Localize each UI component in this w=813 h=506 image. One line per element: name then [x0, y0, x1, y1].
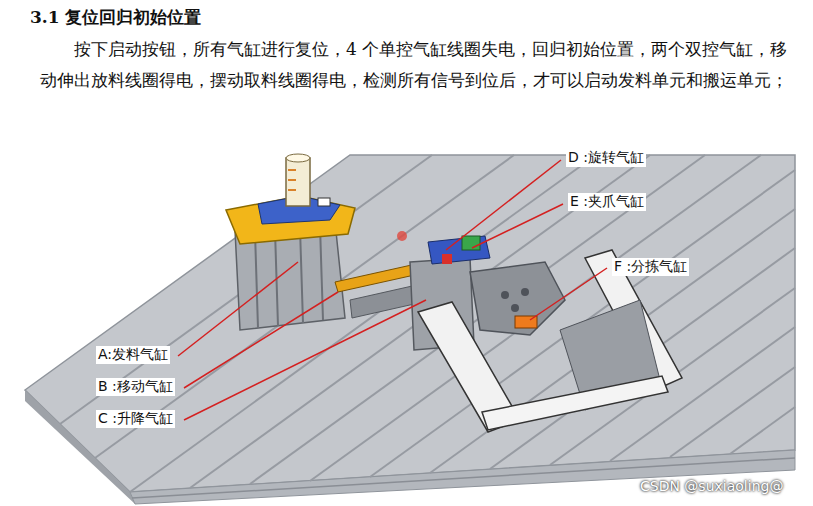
section-heading: 3.1 复位回归初始位置: [30, 6, 202, 29]
body-paragraph: 按下启动按钮，所有气缸进行复位，4 个单控气缸线圈失电，回归初始位置，两个双控气…: [40, 34, 800, 96]
callout-label: C :升降气缸: [96, 410, 175, 428]
callout-label: A:发料气缸: [96, 346, 170, 364]
callout-label: D :旋转气缸: [566, 149, 646, 167]
callout-label: B :移动气缸: [96, 378, 175, 396]
callout-label: F :分拣气缸: [612, 258, 689, 276]
callout-label: E :夹爪气缸: [568, 193, 646, 211]
watermark: CSDN @suxiaoling@: [640, 478, 783, 494]
